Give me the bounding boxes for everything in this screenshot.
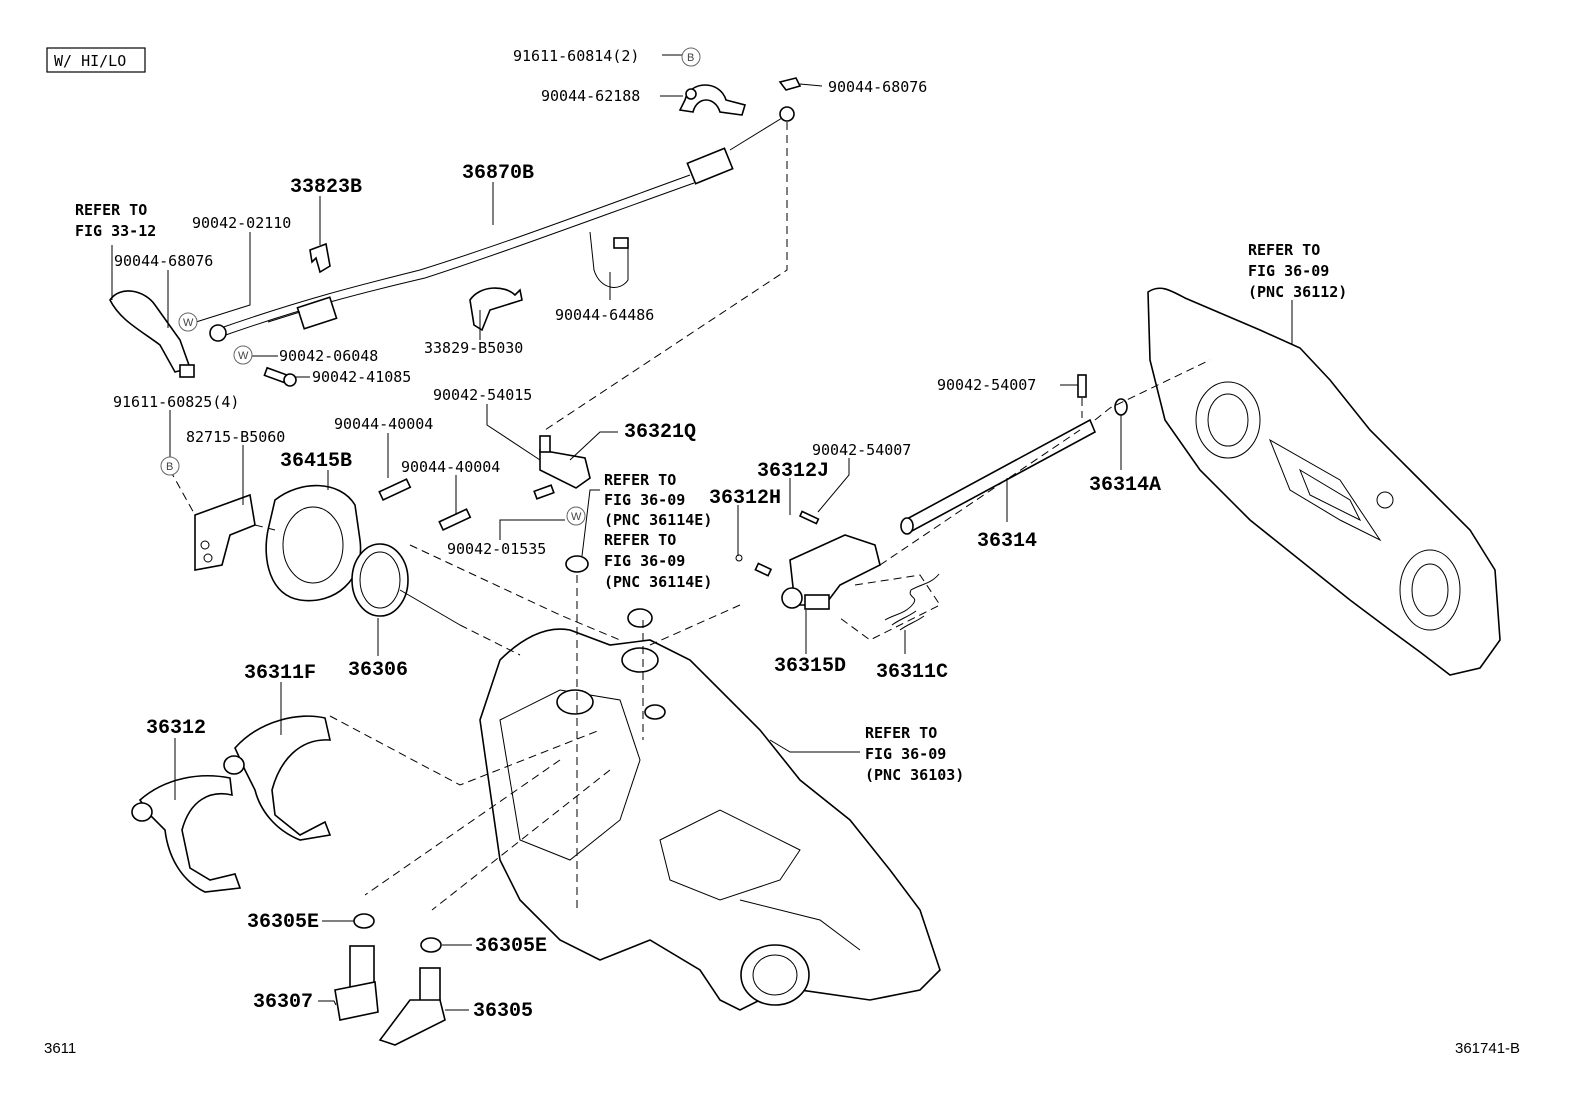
label-ref-36103-1: REFER TO [865,724,937,742]
head-36307 [334,945,379,1021]
label-36315d: 36315D [774,655,846,678]
marker-w-3: W [566,506,586,526]
label-36312j: 36312J [757,460,829,483]
case-cover-36112 [1147,287,1501,676]
ball-36312h [735,554,743,562]
ring-36314a [1114,398,1128,416]
label-36321q: 36321Q [624,421,696,444]
shift-head-36315d [781,534,881,610]
label-ref-36114-a3: (PNC 36114E) [604,511,712,529]
label-ref-36112-1: REFER TO [1248,241,1320,259]
case-36103 [479,608,941,1011]
label-ref-36114-a1: REFER TO [604,471,676,489]
svg-text:W: W [183,317,194,329]
label-36314: 36314 [977,530,1037,553]
label-36870b: 36870B [462,162,534,185]
label-ref-36112-2: FIG 36-09 [1248,262,1329,280]
clip-68076-top [778,77,802,91]
label-90044-62188: 90044-62188 [541,87,640,105]
rod-36314 [900,418,1097,535]
label-36306: 36306 [348,659,408,682]
ring-36305e-left [353,913,375,929]
marker-b-top: B [681,47,701,67]
marker-w-2: W [233,345,253,365]
spring-36312j [754,562,773,577]
label-33823b: 33823B [290,176,362,199]
label-90042-54015: 90042-54015 [433,386,532,404]
marker-w-1: W [178,312,198,332]
label-91611-60814: 91611-60814(2) [513,47,639,65]
svg-text:B: B [166,461,173,473]
spring-36311c [884,573,940,631]
fork-36312 [131,775,242,893]
fork-36311f [223,715,332,841]
label-90042-06048: 90042-06048 [279,347,378,365]
label-ref-36112-3: (PNC 36112) [1248,283,1347,301]
label-90042-54007-mid: 90042-54007 [812,441,911,459]
label-ref-36114-b2: FIG 36-09 [604,552,685,570]
seal-01535 [565,555,589,573]
page-code: 3611 [44,1040,76,1057]
label-ref-36103-2: FIG 36-09 [865,745,946,763]
bolt-40004-a [378,478,412,502]
shaft-36306 [351,543,461,626]
label-ref-36114-b1: REFER TO [604,531,676,549]
label-90042-54007-top: 90042-54007 [937,376,1036,394]
label-36415b: 36415B [280,450,352,473]
svg-text:W: W [238,350,249,362]
label-90044-64486: 90044-64486 [555,306,654,324]
label-ref-36103-3: (PNC 36103) [865,766,964,784]
label-33829-b5030: 33829-B5030 [424,339,523,357]
leader-lines [111,54,1293,1011]
label-ref-33-12-b: FIG 33-12 [75,222,156,240]
bracket-33829 [469,287,523,332]
label-36312h: 36312H [709,487,781,510]
bolt-40004-b [438,508,472,532]
ring-36305e-right [420,937,442,953]
label-90042-41085: 90042-41085 [312,368,411,386]
svg-text:B: B [687,52,694,64]
variant-label: W/ HI/LO [54,52,126,70]
lever-36321q [533,435,591,500]
marker-b-left: B [160,456,180,476]
clip-33823b [309,242,331,274]
label-91611-60825: 91611-60825(4) [113,393,239,411]
bracket-82715 [194,493,256,571]
variant-box: W/ HI/LO [46,47,146,73]
clamp-62188 [678,84,747,116]
label-36307: 36307 [253,991,313,1014]
label-36314a: 36314A [1089,474,1161,497]
figure-code: 361741-B [1455,1040,1520,1057]
label-90044-68076-left: 90044-68076 [114,252,213,270]
label-ref-33-12-a: REFER TO [75,201,147,219]
pin-54007-mid [798,510,820,525]
label-36305: 36305 [473,1000,533,1023]
label-ref-36114-b3: (PNC 36114E) [604,573,712,591]
label-82715-b5060: 82715-B5060 [186,428,285,446]
pin-54007-top [1077,374,1087,398]
label-36311c: 36311C [876,661,948,684]
label-36305e-left: 36305E [247,911,319,934]
label-90044-68076-top: 90044-68076 [828,78,927,96]
assembly-lines [169,122,1211,911]
bolt-41085 [263,366,297,387]
head-36305 [378,967,446,1046]
cover-36415b [265,484,362,602]
label-90044-40004-b: 90044-40004 [401,458,500,476]
cable-assembly [109,106,795,378]
svg-text:W: W [571,511,582,523]
label-90044-40004-a: 90044-40004 [334,415,433,433]
label-90042-02110: 90042-02110 [192,214,291,232]
label-36305e-right: 36305E [475,935,547,958]
label-36311f: 36311F [244,662,316,685]
label-36312: 36312 [146,717,206,740]
label-90042-01535: 90042-01535 [447,540,546,558]
labels: 91611-60814(2) 90044-62188 90044-68076 3… [75,47,1347,1023]
label-ref-36114-a2: FIG 36-09 [604,491,685,509]
